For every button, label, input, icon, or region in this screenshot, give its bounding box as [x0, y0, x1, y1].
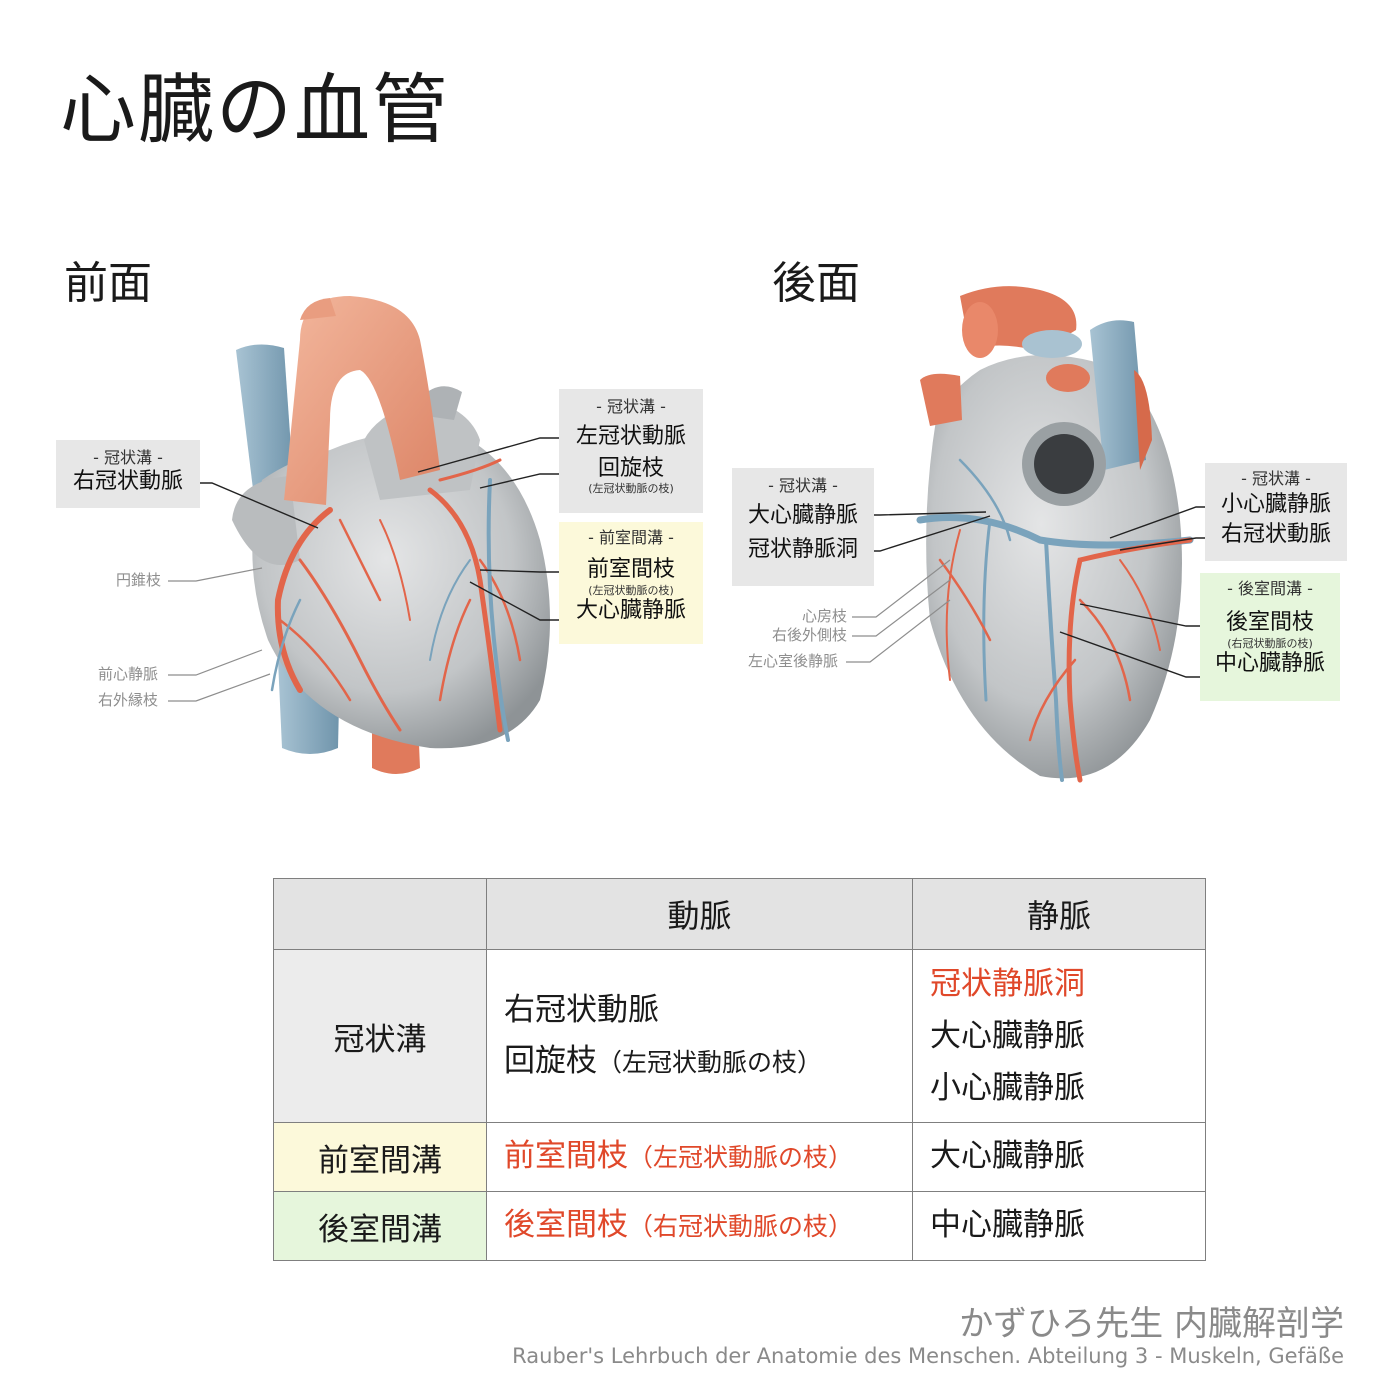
source-credit: Rauber's Lehrbuch der Anatomie des Mensc… — [512, 1344, 1344, 1368]
anterior-interventricular-branch-note: (左冠状動脈の枝) — [588, 583, 674, 597]
back-coronary-groove-box-right: - 冠状溝 - 小心臓静脈 右冠状動脈 — [1205, 463, 1347, 561]
right-posterolateral-branch-label: 右後外側枝 — [772, 626, 848, 644]
artery-text: 右冠状動脈 — [504, 991, 659, 1028]
back-posterior-groove-box: - 後室間溝 - 後室間枝 (右冠状動脈の枝) 中心臓静脈 — [1200, 573, 1340, 701]
artery-text: 後室間枝 — [504, 1207, 628, 1244]
vein-line-great-cardiac: 大心臓静脈 — [930, 1017, 1085, 1054]
row-vein-cell: 中心臓静脈 — [912, 1191, 1206, 1261]
groove-label: - 冠状溝 - — [596, 397, 666, 416]
row-vein-cell: 冠状静脈洞 大心臓静脈 小心臓静脈 — [912, 949, 1206, 1123]
front-view-title: 前面 — [64, 258, 152, 309]
back-heart-illustration — [916, 286, 1194, 783]
vein-text: 中心臓静脈 — [930, 1207, 1085, 1244]
heart-illustrations — [168, 286, 1218, 783]
great-cardiac-vein-label: 大心臓静脈 — [575, 598, 686, 624]
artery-paren: （左冠状動脈の枝） — [597, 1048, 823, 1077]
table-row: 前室間溝 前室間枝（左冠状動脈の枝） 大心臓静脈 — [273, 1122, 1206, 1192]
conus-branch-label: 円錐枝 — [116, 571, 162, 589]
table-header-artery: 動脈 — [486, 878, 913, 950]
table-row: 後室間溝 後室間枝（右冠状動脈の枝） 中心臓静脈 — [273, 1191, 1206, 1261]
right-marginal-branch-label: 右外縁枝 — [98, 691, 159, 709]
vein-line-coronary-sinus: 冠状静脈洞 — [930, 965, 1085, 1002]
artery-paren: （右冠状動脈の枝） — [628, 1212, 854, 1242]
groove-label: - 冠状溝 - — [1241, 469, 1311, 488]
left-coronary-artery-label: 左冠状動脈 — [575, 424, 686, 449]
artery-paren: （左冠状動脈の枝） — [628, 1143, 854, 1173]
groove-label: - 冠状溝 - — [768, 476, 838, 495]
back-view-title: 後面 — [772, 258, 860, 309]
row-vein-cell: 大心臓静脈 — [912, 1122, 1206, 1192]
artery-text: 前室間枝 — [504, 1138, 628, 1175]
artery-line: 回旋枝（左冠状動脈の枝） — [504, 1036, 911, 1087]
table-header-row: 動脈 静脈 — [273, 878, 1206, 950]
atrial-branch-label: 心房枝 — [802, 607, 848, 625]
circumflex-branch-note: (左冠状動脈の枝) — [588, 482, 674, 495]
table-row: 冠状溝 右冠状動脈 回旋枝（左冠状動脈の枝） 冠状静脈洞 大心臓静脈 小心臓静脈 — [273, 949, 1206, 1123]
table-header-vein: 静脈 — [912, 878, 1206, 950]
page-title: 心臓の血管 — [60, 65, 450, 154]
author-credit: かずひろ先生 内臓解剖学 — [959, 1304, 1344, 1344]
vein-line-small-cardiac: 小心臓静脈 — [930, 1070, 1085, 1107]
front-coronary-groove-box-right: - 冠状溝 - 左冠状動脈 回旋枝 (左冠状動脈の枝) — [559, 389, 703, 513]
front-coronary-groove-box-left: - 冠状溝 - 右冠状動脈 — [56, 440, 200, 508]
right-coronary-artery-label: 右冠状動脈 — [72, 469, 183, 494]
great-cardiac-vein-label: 大心臓静脈 — [747, 503, 858, 528]
anterior-interventricular-branch-label: 前室間枝 — [586, 557, 675, 582]
row-groove-anterior: 前室間溝 — [273, 1122, 487, 1192]
vein-text: 大心臓静脈 — [930, 1138, 1085, 1175]
groove-label: - 後室間溝 - — [1227, 579, 1313, 598]
row-artery-cell: 右冠状動脈 回旋枝（左冠状動脈の枝） — [486, 949, 913, 1123]
anterior-cardiac-vein-label: 前心静脈 — [98, 665, 159, 683]
middle-cardiac-vein-label: 中心臓静脈 — [1214, 651, 1325, 677]
row-artery-cell: 前室間枝（左冠状動脈の枝） — [486, 1122, 913, 1192]
posterior-interventricular-branch-label: 後室間枝 — [1225, 610, 1314, 635]
table-header-empty — [273, 878, 487, 950]
right-coronary-artery-label: 右冠状動脈 — [1220, 521, 1331, 547]
posterior-interventricular-branch-note: (右冠状動脈の枝) — [1227, 636, 1313, 650]
artery-text: 回旋枝 — [504, 1043, 597, 1079]
summary-table: 動脈 静脈 冠状溝 右冠状動脈 回旋枝（左冠状動脈の枝） 冠状静脈洞 大心臓静脈… — [273, 878, 1206, 1261]
row-artery-cell: 後室間枝（右冠状動脈の枝） — [486, 1191, 913, 1261]
back-coronary-groove-box-left: - 冠状溝 - 大心臓静脈 冠状静脈洞 — [732, 468, 874, 586]
groove-label: - 前室間溝 - — [588, 528, 674, 547]
small-cardiac-vein-label: 小心臓静脈 — [1220, 492, 1331, 517]
coronary-sinus-label: 冠状静脈洞 — [747, 536, 858, 562]
front-anterior-groove-box: - 前室間溝 - 前室間枝 (左冠状動脈の枝) 大心臓静脈 — [559, 522, 703, 644]
row-groove-coronary: 冠状溝 — [273, 949, 487, 1123]
artery-line: 右冠状動脈 — [504, 985, 911, 1036]
row-groove-posterior: 後室間溝 — [273, 1191, 487, 1261]
front-heart-illustration — [232, 296, 550, 774]
circumflex-branch-label: 回旋枝 — [597, 455, 664, 481]
groove-label: - 冠状溝 - — [93, 448, 163, 467]
posterior-left-ventricular-vein-label: 左心室後静脈 — [748, 652, 839, 670]
